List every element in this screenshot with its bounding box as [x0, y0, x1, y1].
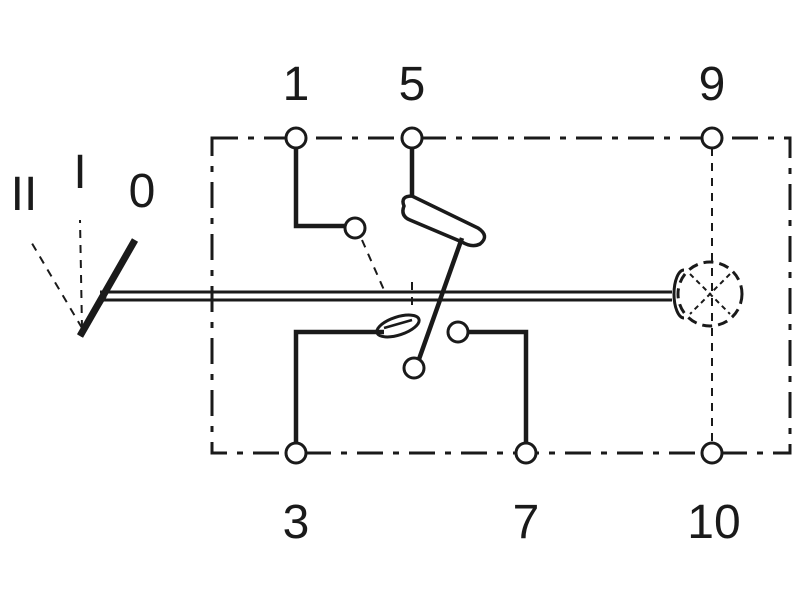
terminal-10	[700, 441, 724, 465]
contact-1-fixed	[343, 216, 367, 240]
lever-position-I-dashed	[79, 219, 83, 329]
terminal-label-10: 10	[687, 496, 740, 549]
terminal-label-1: 1	[283, 58, 310, 111]
terminal-1	[284, 126, 308, 150]
lamp-cross-circle-icon	[672, 260, 744, 328]
terminal-5	[400, 126, 424, 150]
terminal-label-3: 3	[283, 496, 310, 549]
position-label-0: 0	[129, 165, 156, 218]
contact-1-dashed-link	[361, 239, 385, 291]
terminal-3	[284, 441, 308, 465]
lever-pivot	[78, 294, 107, 338]
contact-7-fixed	[446, 320, 470, 344]
wire-terminal-7	[466, 329, 529, 453]
wire-terminal-1	[293, 138, 352, 229]
rocker-contact-upper	[401, 194, 487, 248]
terminal-label-7: 7	[513, 496, 540, 549]
terminal-9	[700, 126, 724, 150]
rocker-contact-lower	[375, 313, 421, 339]
position-label-II: II	[11, 168, 38, 221]
rocker-contact-lower-detail	[383, 318, 413, 330]
moving-contact-arm	[415, 237, 465, 363]
terminal-label-9: 9	[699, 58, 726, 111]
wire-terminal-3	[293, 329, 384, 453]
lever-position-II-dashed	[29, 239, 83, 329]
moving-contact-pivot	[402, 356, 426, 380]
terminal-7	[514, 441, 538, 465]
terminal-label-5: 5	[399, 58, 426, 111]
switch-housing-outline	[210, 136, 792, 455]
position-label-I: I	[73, 146, 86, 199]
